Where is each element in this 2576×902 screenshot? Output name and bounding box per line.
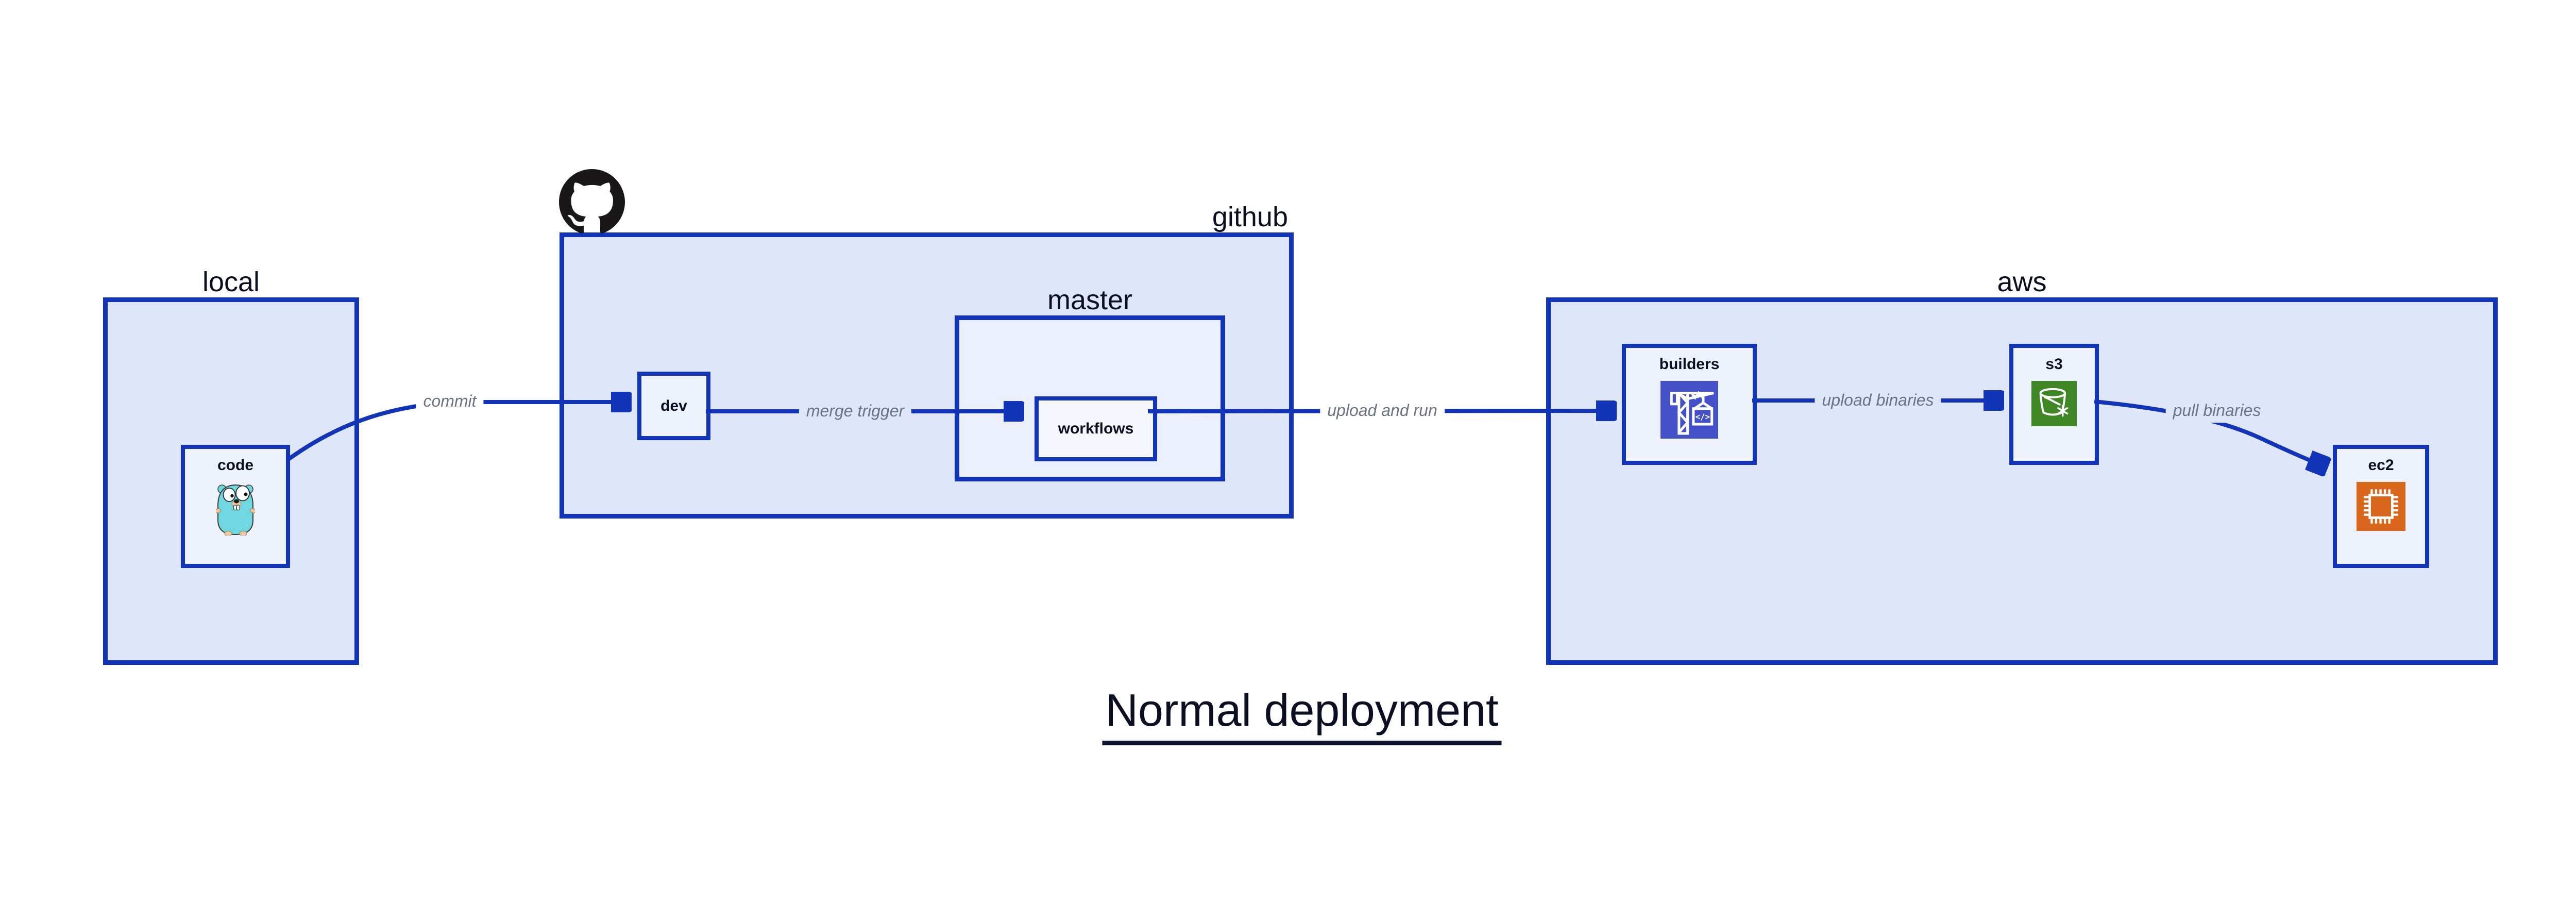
node-workflows-label: workflows <box>1058 420 1134 437</box>
node-ec2: ec2 <box>2333 445 2429 568</box>
edge-label-upload-and-run: upload and run <box>1320 399 1445 423</box>
node-builders-label: builders <box>1659 356 1720 373</box>
aws-codebuild-icon: </> <box>1660 381 1718 439</box>
go-gopher-icon <box>215 482 256 536</box>
diagram-title: Normal deployment <box>1102 685 1502 745</box>
node-dev: dev <box>637 372 710 440</box>
container-master-label: master <box>1047 285 1133 315</box>
node-dev-label: dev <box>660 397 687 414</box>
container-aws-label: aws <box>1997 266 2047 297</box>
aws-ec2-chip-icon <box>2357 482 2405 531</box>
node-workflows: workflows <box>1035 396 1157 461</box>
edge-label-merge-trigger: merge trigger <box>799 399 912 423</box>
edge-label-pull-binaries: pull binaries <box>2165 399 2268 423</box>
node-s3-label: s3 <box>2045 356 2063 373</box>
node-builders: builders </> <box>1622 344 1757 465</box>
node-s3: s3 <box>2009 344 2099 465</box>
svg-text:</>: </> <box>1696 412 1710 422</box>
container-master: master workflows <box>955 286 1225 481</box>
aws-s3-bucket-icon <box>2031 381 2077 426</box>
node-code-label: code <box>217 457 254 474</box>
container-github: github dev master workflows <box>559 169 1294 519</box>
edge-label-upload-binaries: upload binaries <box>1815 389 1941 412</box>
github-octocat-icon <box>559 169 625 235</box>
container-local-label: local <box>202 266 260 297</box>
container-local: local code <box>103 268 359 665</box>
edge-label-commit: commit <box>416 390 484 413</box>
container-github-label: github <box>1212 202 1288 232</box>
container-aws: aws builders </> <box>1546 268 2498 665</box>
node-ec2-label: ec2 <box>2368 457 2394 474</box>
node-code: code <box>181 445 290 568</box>
